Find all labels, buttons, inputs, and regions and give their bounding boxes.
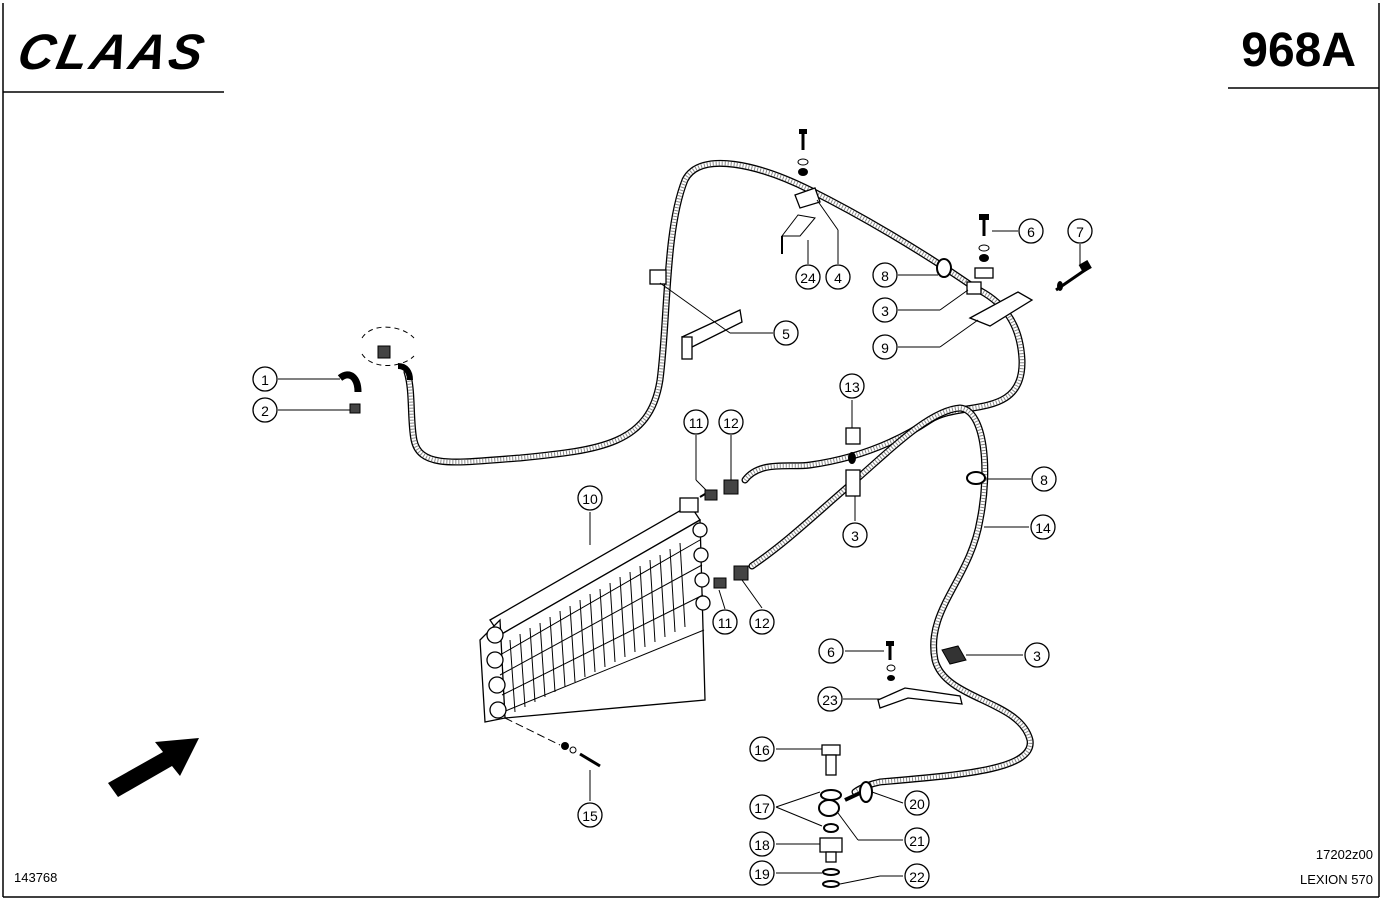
svg-text:2: 2: [261, 403, 269, 419]
callout-3-upper[interactable]: 3: [872, 297, 898, 323]
svg-text:8: 8: [881, 268, 889, 284]
callout-8-lower[interactable]: 8: [1031, 466, 1057, 492]
svg-text:24: 24: [800, 270, 816, 286]
svg-text:1: 1: [261, 372, 269, 388]
svg-text:16: 16: [754, 742, 770, 758]
callout-4[interactable]: 4: [825, 264, 851, 290]
svg-text:15: 15: [582, 808, 598, 824]
callout-12-lower[interactable]: 12: [749, 609, 775, 635]
drawing-number: 143768: [14, 870, 57, 885]
page-frame: [2, 3, 1380, 898]
callout-3-middle[interactable]: 3: [842, 522, 868, 548]
svg-text:11: 11: [689, 415, 704, 431]
callout-8-upper[interactable]: 8: [872, 262, 898, 288]
svg-text:3: 3: [851, 528, 859, 544]
model-name: LEXION 570: [1300, 872, 1373, 887]
svg-text:11: 11: [718, 615, 733, 631]
small-parts: [337, 129, 1092, 888]
callout-15[interactable]: 15: [577, 802, 603, 828]
callout-14[interactable]: 14: [1030, 514, 1056, 540]
svg-text:3: 3: [1033, 648, 1041, 664]
page-number: 968A: [1241, 24, 1356, 77]
callout-11-upper[interactable]: 11: [683, 409, 709, 435]
callout-9[interactable]: 9: [872, 334, 898, 360]
hose-lower: [748, 404, 1034, 796]
callout-6-lower[interactable]: 6: [818, 638, 844, 664]
callout-21[interactable]: 21: [904, 827, 930, 853]
direction-arrow-icon: [108, 738, 199, 797]
svg-text:22: 22: [909, 869, 925, 885]
callout-7[interactable]: 7: [1067, 218, 1093, 244]
svg-text:5: 5: [782, 326, 790, 342]
svg-text:17: 17: [754, 800, 770, 816]
figure-code: 17202z00: [1316, 847, 1373, 862]
callout-20[interactable]: 20: [904, 790, 930, 816]
leader-lines: [278, 199, 1081, 885]
svg-text:13: 13: [844, 379, 860, 395]
callout-5[interactable]: 5: [773, 320, 799, 346]
oil-cooler: [479, 497, 711, 723]
svg-text:14: 14: [1035, 520, 1051, 536]
logo-text: CLAAS: [13, 24, 212, 80]
svg-text:7: 7: [1076, 224, 1084, 240]
callout-18[interactable]: 18: [749, 831, 775, 857]
callout-22[interactable]: 22: [904, 863, 930, 889]
callout-13[interactable]: 13: [839, 373, 865, 399]
svg-text:4: 4: [834, 270, 842, 286]
callout-3-lower[interactable]: 3: [1024, 642, 1050, 668]
svg-text:8: 8: [1040, 472, 1048, 488]
svg-text:18: 18: [754, 837, 770, 853]
svg-text:12: 12: [754, 615, 770, 631]
callout-16[interactable]: 16: [749, 736, 775, 762]
callout-17[interactable]: 17: [749, 794, 775, 820]
callout-2[interactable]: 2: [252, 397, 278, 423]
callout-19[interactable]: 19: [749, 860, 775, 886]
svg-text:19: 19: [754, 866, 770, 882]
svg-text:6: 6: [827, 644, 835, 660]
callout-10[interactable]: 10: [577, 485, 603, 511]
callout-6-upper[interactable]: 6: [1018, 218, 1044, 244]
svg-text:9: 9: [881, 340, 889, 356]
svg-text:12: 12: [723, 415, 739, 431]
svg-text:10: 10: [582, 491, 598, 507]
svg-text:6: 6: [1027, 224, 1035, 240]
callout-1[interactable]: 1: [252, 366, 278, 392]
callout-24[interactable]: 24: [795, 264, 821, 290]
callouts: 1 2 24 4 5 6 7 8 3 9 13 11 12 8 10 14 3 …: [252, 218, 1093, 889]
claas-logo: CLAAS: [13, 24, 212, 80]
callout-12-upper[interactable]: 12: [718, 409, 744, 435]
svg-text:3: 3: [881, 303, 889, 319]
svg-text:21: 21: [909, 833, 925, 849]
svg-text:20: 20: [909, 796, 925, 812]
callout-11-lower[interactable]: 11: [712, 609, 738, 635]
callout-23[interactable]: 23: [817, 686, 843, 712]
svg-text:23: 23: [822, 692, 838, 708]
